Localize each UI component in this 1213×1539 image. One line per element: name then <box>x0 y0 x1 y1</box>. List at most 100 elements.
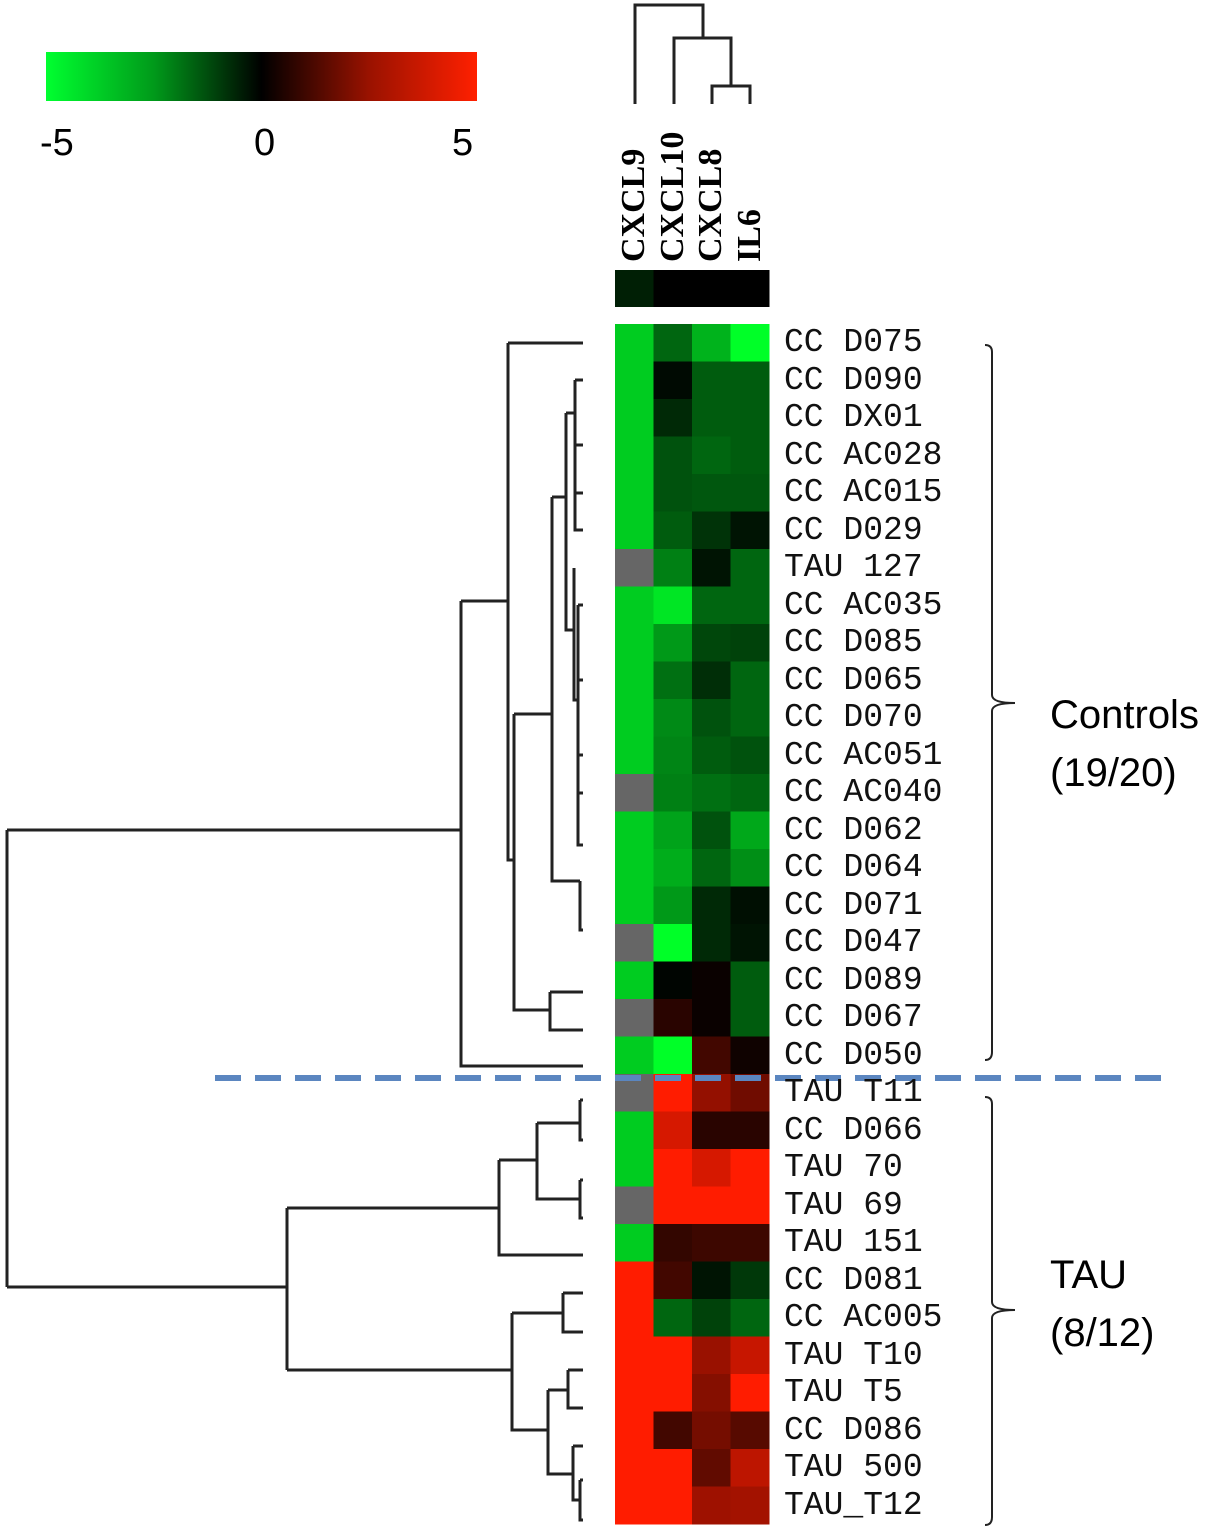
row-label: CC D081 <box>784 1261 923 1299</box>
heatmap-cell <box>615 324 654 362</box>
heatmap-cell <box>692 1374 731 1412</box>
column-label: IL6 <box>730 209 768 262</box>
row-label: TAU_T12 <box>784 1486 923 1524</box>
column-label: CXCL8 <box>692 148 729 262</box>
row-label: CC D047 <box>784 924 923 961</box>
heatmap-cell <box>653 1224 693 1262</box>
heatmap-cell <box>692 586 731 625</box>
heatmap-cell <box>653 511 693 550</box>
heatmap-cell <box>692 999 731 1037</box>
heatmap-cell <box>730 961 770 1000</box>
column-summary-bar <box>615 270 770 307</box>
row-label: TAU 500 <box>784 1449 923 1486</box>
heatmap-cell <box>653 1036 693 1075</box>
heatmap-cell <box>615 511 654 550</box>
row-dendro-branch <box>573 445 583 847</box>
heatmap-cell <box>653 1186 693 1225</box>
heatmap-cell <box>653 1299 693 1337</box>
row-label: CC D090 <box>784 361 923 399</box>
row-dendro-branch <box>546 1368 583 1522</box>
heatmap-cell <box>653 1149 693 1187</box>
row-label: CC AC005 <box>784 1299 943 1336</box>
heatmap-cell <box>692 774 731 812</box>
heatmap-cell <box>730 624 770 662</box>
heatmap-cell <box>730 436 770 475</box>
heatmap-cell <box>653 324 693 362</box>
row-label: CC D070 <box>784 699 923 736</box>
row-label: CC D066 <box>784 1111 923 1149</box>
heatmap-cell <box>730 324 770 362</box>
row-label: TAU T10 <box>784 1336 923 1374</box>
row-label: CC D086 <box>784 1411 923 1449</box>
heatmap-cell <box>615 1149 654 1187</box>
group-brackets <box>984 344 1016 1526</box>
row-label: CC D050 <box>784 1036 923 1074</box>
heatmap-cell <box>730 1486 770 1525</box>
heatmap-cell <box>730 849 770 887</box>
heatmap-cell <box>692 1411 731 1450</box>
heatmap-cell <box>730 811 770 850</box>
colorscale-tick-min: -5 <box>40 122 74 164</box>
heatmap-cell <box>653 849 693 887</box>
heatmap-cell <box>653 1411 693 1450</box>
row-label: CC D085 <box>784 624 923 661</box>
column-label: CXCL10 <box>653 131 691 262</box>
heatmap-cell <box>615 1224 654 1262</box>
row-dendro-branch <box>535 1098 583 1220</box>
heatmap-cell <box>730 1374 770 1412</box>
heatmap-cell <box>730 736 770 775</box>
heatmap-cell <box>730 1336 770 1375</box>
row-label: TAU 127 <box>784 549 923 586</box>
heatmap-cell <box>730 1299 770 1337</box>
heatmap-cell <box>615 586 654 625</box>
heatmap-cell <box>730 511 770 550</box>
heatmap-cell <box>653 1336 693 1375</box>
heatmap-cell <box>615 999 654 1037</box>
heatmap-cell <box>615 624 654 662</box>
heatmap-cell <box>692 1299 731 1337</box>
row-label: CC DX01 <box>784 399 923 436</box>
heatmap-cell <box>692 624 731 662</box>
column-label: CXCL9 <box>615 148 652 262</box>
row-label: TAU T5 <box>784 1374 903 1411</box>
heatmap-cell <box>692 1261 731 1300</box>
heatmap-cell <box>615 924 654 962</box>
heatmap-cell <box>653 474 693 512</box>
heatmap-cell <box>653 736 693 775</box>
heatmap-cell <box>730 886 770 925</box>
row-label: CC D065 <box>784 661 923 699</box>
heatmap-cell <box>615 849 654 887</box>
row-dendro-branch <box>512 712 552 1012</box>
column-summary-cell <box>615 270 654 307</box>
row-label: CC AC035 <box>784 586 943 624</box>
heatmap-cell <box>692 1036 731 1075</box>
heatmap-cell <box>615 811 654 850</box>
heatmap-cell <box>615 699 654 737</box>
heatmap-cell <box>730 699 770 737</box>
heatmap-cell <box>730 1036 770 1075</box>
heatmap-cell <box>730 1224 770 1262</box>
group-label-controls: Controls (19/20) <box>1050 686 1199 802</box>
heatmap-cell <box>692 511 731 550</box>
heatmap-cell <box>692 924 731 962</box>
heatmap-cell <box>730 1411 770 1450</box>
heatmap-cell <box>615 1449 654 1487</box>
row-label: CC D071 <box>784 886 923 924</box>
row-label: CC AC051 <box>784 736 943 774</box>
group-name: TAU <box>1050 1253 1128 1297</box>
heatmap-cell <box>615 549 654 587</box>
row-label: CC D062 <box>784 811 923 849</box>
heatmap-cell <box>692 1486 731 1525</box>
heatmap-cell <box>692 961 731 1000</box>
heatmap-cell <box>692 886 731 925</box>
heatmap-cell <box>653 1261 693 1300</box>
heatmap-cell <box>730 661 770 700</box>
row-label: TAU T11 <box>784 1074 923 1111</box>
heatmap-cell <box>653 1374 693 1412</box>
heatmap-cell <box>615 661 654 700</box>
heatmap-cell <box>692 436 731 475</box>
heatmap-cell <box>692 1449 731 1487</box>
heatmap-cell <box>730 474 770 512</box>
heatmap-cell <box>692 849 731 887</box>
